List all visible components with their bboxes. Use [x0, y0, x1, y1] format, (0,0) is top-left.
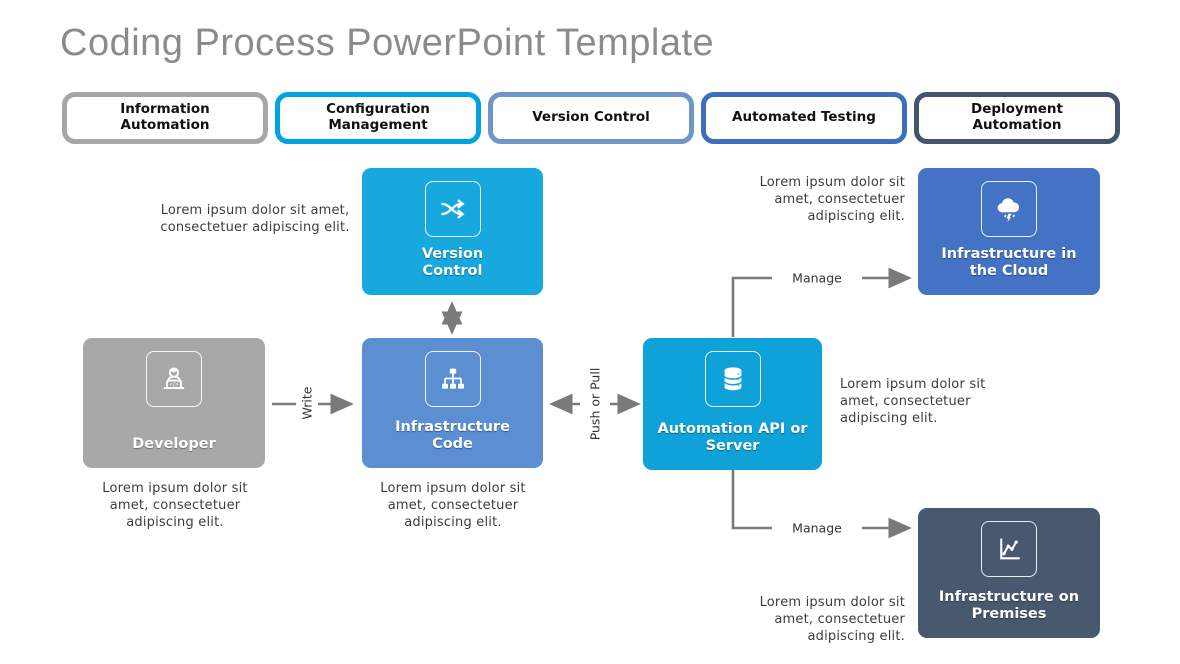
- process-tabs: Information Automation Configuration Man…: [62, 92, 1120, 144]
- tab-label: Configuration Management: [326, 101, 430, 133]
- shuffle-icon: [424, 181, 481, 237]
- developer-laptop-icon: </>: [146, 351, 202, 407]
- placeholder-text-developer: Lorem ipsum dolor sit amet, consectetuer…: [102, 481, 248, 531]
- database-icon: [704, 351, 761, 407]
- node-infrastructure-premises[interactable]: Infrastructure on Premises: [918, 508, 1100, 638]
- node-label: Developer: [132, 435, 216, 452]
- tab-deployment-automation[interactable]: Deployment Automation: [914, 92, 1120, 144]
- node-infrastructure-code[interactable]: Infrastructure Code: [362, 338, 543, 468]
- node-label: Infrastructure in the Cloud: [941, 245, 1077, 279]
- tab-information-automation[interactable]: Information Automation: [62, 92, 268, 144]
- placeholder-text-automation-api: Lorem ipsum dolor sit amet, consectetuer…: [840, 377, 986, 427]
- placeholder-text-infrastructure-code: Lorem ipsum dolor sit amet, consectetuer…: [380, 481, 526, 531]
- sitemap-icon: [424, 351, 481, 407]
- line-chart-icon: [981, 521, 1037, 577]
- manage-top-label: Manage: [792, 270, 842, 286]
- tab-version-control[interactable]: Version Control: [488, 92, 694, 144]
- node-label: Automation API or Server: [657, 420, 808, 454]
- node-label: Version Control: [421, 245, 484, 279]
- placeholder-text-version-control: Lorem ipsum dolor sit amet, consectetuer…: [160, 203, 350, 236]
- node-label: Infrastructure Code: [395, 418, 510, 452]
- svg-text:</>: </>: [170, 382, 179, 388]
- write-label: Write: [299, 386, 315, 420]
- manage-bottom-elbow: [731, 470, 772, 530]
- cloud-storm-icon: [981, 181, 1037, 237]
- node-version-control[interactable]: Version Control: [362, 168, 543, 295]
- node-automation-api[interactable]: Automation API or Server: [643, 338, 822, 470]
- tab-label: Information Automation: [120, 101, 210, 133]
- placeholder-text-cloud: Lorem ipsum dolor sit amet, consectetuer…: [759, 175, 905, 225]
- page-title: Coding Process PowerPoint Template: [60, 22, 715, 64]
- node-infrastructure-cloud[interactable]: Infrastructure in the Cloud: [918, 168, 1100, 295]
- tab-label: Deployment Automation: [970, 101, 1063, 133]
- tab-label: Automated Testing: [732, 109, 876, 126]
- tab-configuration-management[interactable]: Configuration Management: [275, 92, 481, 144]
- placeholder-text-premises: Lorem ipsum dolor sit amet, consectetuer…: [759, 595, 905, 645]
- manage-top-elbow: [731, 276, 772, 337]
- node-label: Infrastructure on Premises: [938, 588, 1080, 622]
- push-pull-label: Push or Pull: [587, 367, 603, 441]
- tab-automated-testing[interactable]: Automated Testing: [701, 92, 907, 144]
- tab-label: Version Control: [532, 109, 650, 126]
- node-developer[interactable]: </> Developer: [83, 338, 265, 468]
- manage-bottom-label: Manage: [792, 520, 842, 536]
